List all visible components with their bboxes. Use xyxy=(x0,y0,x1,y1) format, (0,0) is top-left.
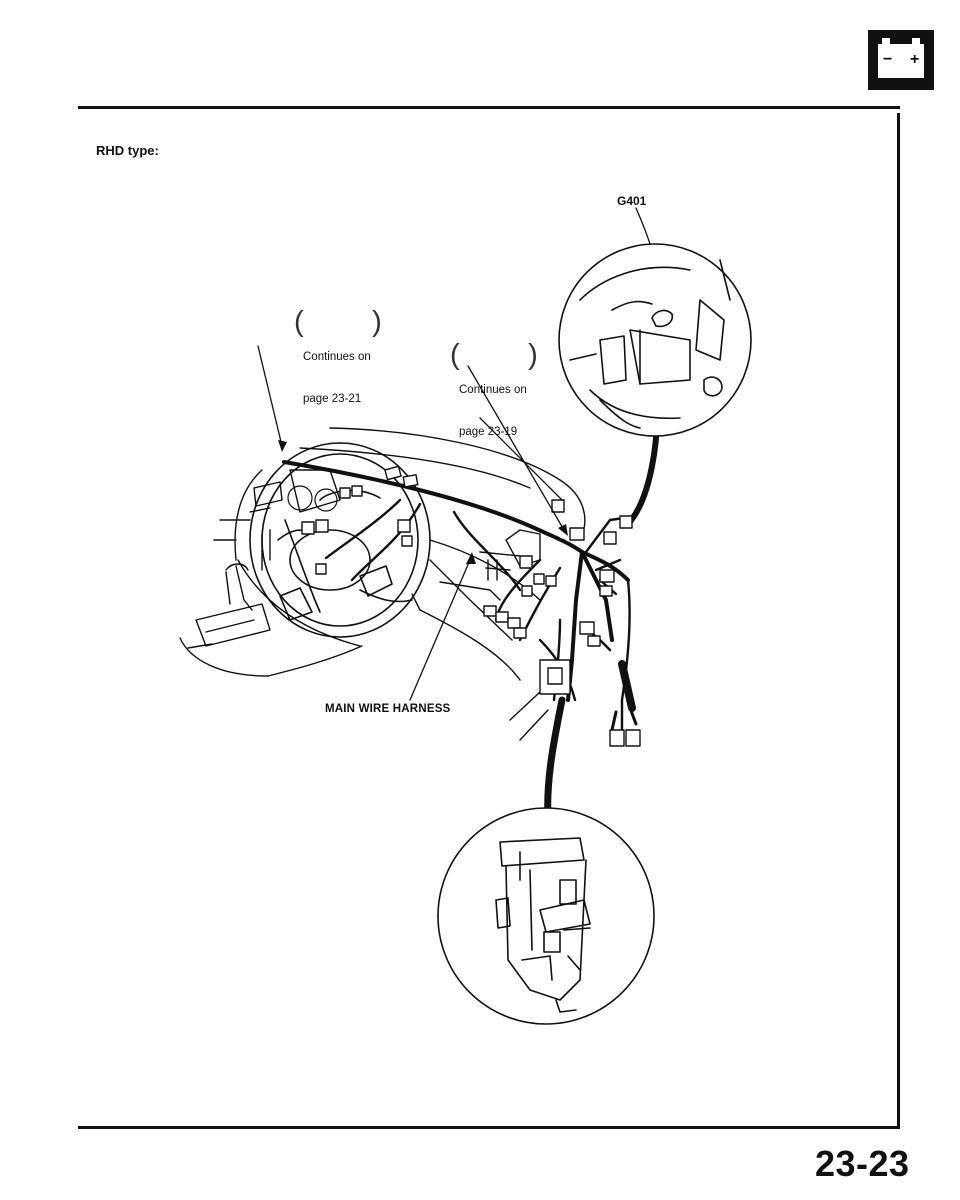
battery-minus-sign: − xyxy=(883,51,892,68)
main-wire-harness xyxy=(282,460,630,702)
battery-plus-sign: + xyxy=(910,51,919,68)
paren-right: ) xyxy=(528,339,538,371)
continues-note-mid-line1: Continues on xyxy=(459,384,527,396)
fuse-box-inset xyxy=(437,807,655,1025)
bottom-border-rule xyxy=(78,1126,900,1129)
dashboard-outline xyxy=(213,427,586,741)
gear-selector xyxy=(179,563,271,677)
continues-note-left: ( Continues on page 23-21 ) xyxy=(294,307,382,434)
continues-note-mid-line2: page 23-19 xyxy=(459,426,518,438)
paren-right: ) xyxy=(372,306,382,338)
right-border-rule xyxy=(897,113,900,1128)
main-wire-harness-label: MAIN WIRE HARNESS xyxy=(325,703,451,715)
ground-g401-label: G401 xyxy=(617,194,647,208)
page-number: 23-23 xyxy=(815,1143,910,1184)
top-border-rule xyxy=(78,106,900,109)
steering-wheel xyxy=(249,442,431,638)
paren-left: ( xyxy=(294,306,304,338)
battery-icon: − + xyxy=(868,30,934,90)
connector-group xyxy=(301,465,641,747)
continues-note-mid: ( Continues on page 23-19 ) xyxy=(450,340,538,467)
continues-note-left-line2: page 23-21 xyxy=(303,393,362,405)
continues-note-left-line1: Continues on xyxy=(303,351,371,363)
ground-g401-inset xyxy=(558,243,752,437)
section-label: RHD type: xyxy=(96,143,159,158)
paren-left: ( xyxy=(450,339,460,371)
